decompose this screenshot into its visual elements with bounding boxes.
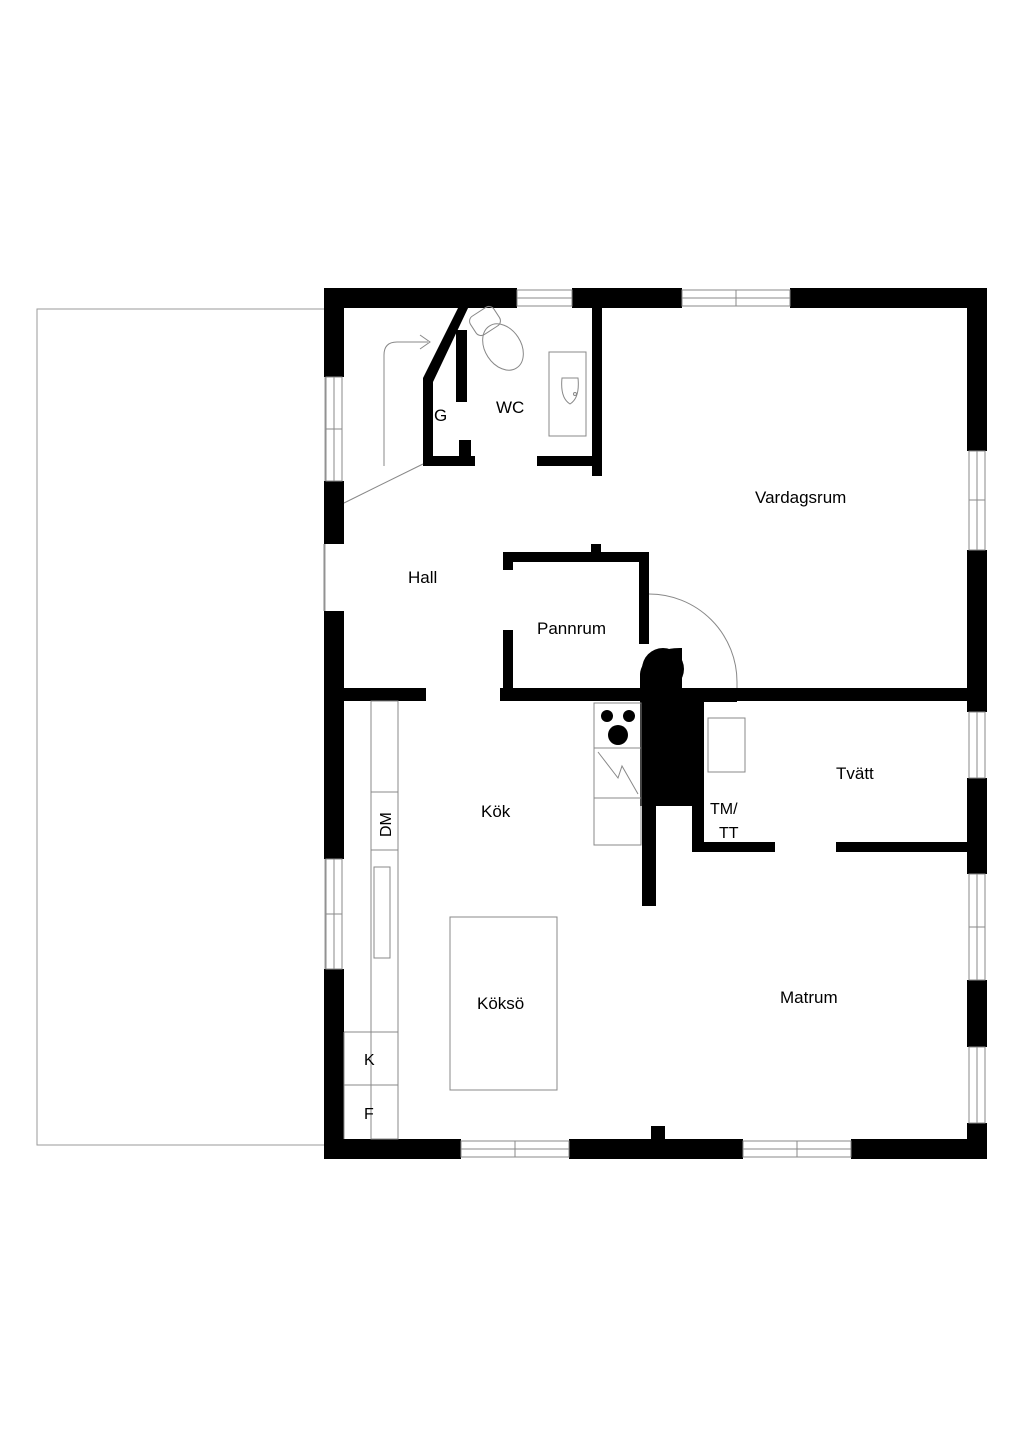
interior-walls [344,306,987,906]
room-label-pannrum: Pannrum [537,619,606,638]
kitchen-counter-right [593,747,642,846]
stove-burner-icon [623,710,635,722]
room-label-wc: WC [496,398,524,417]
room-label-hall: Hall [408,568,437,587]
lightning-icon [597,751,639,795]
laundry-counter [707,717,746,773]
room-label-tvatt: Tvätt [836,764,874,783]
toilet-icon [469,305,524,371]
fixture-label-f: F [364,1106,374,1123]
kitchen-island [449,916,558,1091]
room-label-kok: Kök [481,802,511,821]
stove-burner-icon [601,710,613,722]
labels: WC G Vardagsrum Hall Pannrum Tvätt Kök K… [364,398,874,1123]
terrace-outline [36,308,326,1146]
fixture-label-dm: DM [378,812,395,837]
room-label-vardagsrum: Vardagsrum [755,488,846,507]
room-label-g: G [434,406,447,425]
stove [593,702,642,749]
wc-fixtures [469,305,587,437]
room-label-matrum: Matrum [780,988,838,1007]
sink-icon [548,351,587,437]
kitchen-counter-left [343,700,399,1140]
doors [343,334,738,688]
room-label-koksö: Köksö [477,994,524,1013]
windows [323,289,986,1158]
stove-burner-icon [608,725,628,745]
fixture-label-tt: TT [719,825,739,842]
fixture-label-k: K [364,1052,375,1069]
fixture-label-tm: TM/ [710,801,738,818]
